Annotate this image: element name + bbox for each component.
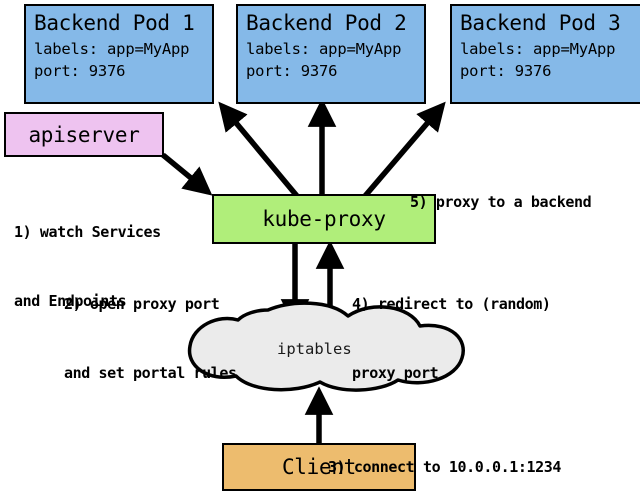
arrow-kubeproxy-to-pod1 bbox=[218, 101, 300, 198]
backend-pod-3-labels: labels: app=MyApp bbox=[460, 40, 616, 58]
apiserver-node: apiserver bbox=[4, 112, 164, 157]
arrow-apiserver-to-kubeproxy bbox=[161, 152, 213, 196]
step-5-line-1: 5) proxy to a backend bbox=[410, 193, 592, 211]
iptables-label: iptables bbox=[277, 340, 352, 358]
step-4-label: 4) redirect to (random) proxy port bbox=[352, 247, 551, 431]
backend-pod-1-port: port: 9376 bbox=[34, 62, 126, 80]
step-1-label: 1) watch Services and Endpoints bbox=[14, 175, 161, 359]
step-1-line-1: 1) watch Services bbox=[14, 223, 161, 241]
client-label: Client bbox=[281, 455, 357, 479]
backend-pod-2-labels: labels: app=MyApp bbox=[246, 40, 402, 58]
client-node: Client bbox=[222, 443, 416, 491]
step-3-label: 3) connect to 10.0.0.1:1234 bbox=[328, 410, 561, 494]
step-2-line-2: and set portal rules bbox=[64, 364, 237, 382]
backend-pod-1-labels: labels: app=MyApp bbox=[34, 40, 190, 58]
kube-proxy-label: kube-proxy bbox=[262, 207, 386, 231]
backend-pod-3-title: Backend Pod 3 bbox=[460, 11, 621, 35]
step-4-line-2: proxy port bbox=[352, 364, 439, 382]
backend-pod-3: Backend Pod 3 labels: app=MyApp port: 93… bbox=[450, 4, 640, 104]
step-2-label: 2) open proxy port and set portal rules bbox=[64, 247, 237, 431]
kube-proxy-node: kube-proxy bbox=[212, 194, 436, 244]
apiserver-label: apiserver bbox=[28, 122, 140, 147]
step-3-line-1: 3) connect to 10.0.0.1:1234 bbox=[328, 458, 562, 476]
backend-pod-2: Backend Pod 2 labels: app=MyApp port: 93… bbox=[236, 4, 426, 104]
backend-pod-2-port: port: 9376 bbox=[246, 62, 338, 80]
step-5-label: 5) proxy to a backend bbox=[410, 145, 592, 260]
step-2-line-1: 2) open proxy port bbox=[64, 295, 220, 313]
arrow-kubeproxy-to-pod3 bbox=[362, 101, 446, 198]
backend-pod-2-title: Backend Pod 2 bbox=[246, 11, 407, 35]
backend-pod-1: Backend Pod 1 labels: app=MyApp port: 93… bbox=[24, 4, 214, 104]
step-4-line-1: 4) redirect to (random) bbox=[352, 295, 551, 313]
backend-pod-1-title: Backend Pod 1 bbox=[34, 11, 195, 35]
step-1-line-2: and Endpoints bbox=[14, 292, 127, 310]
backend-pod-3-port: port: 9376 bbox=[460, 62, 552, 80]
